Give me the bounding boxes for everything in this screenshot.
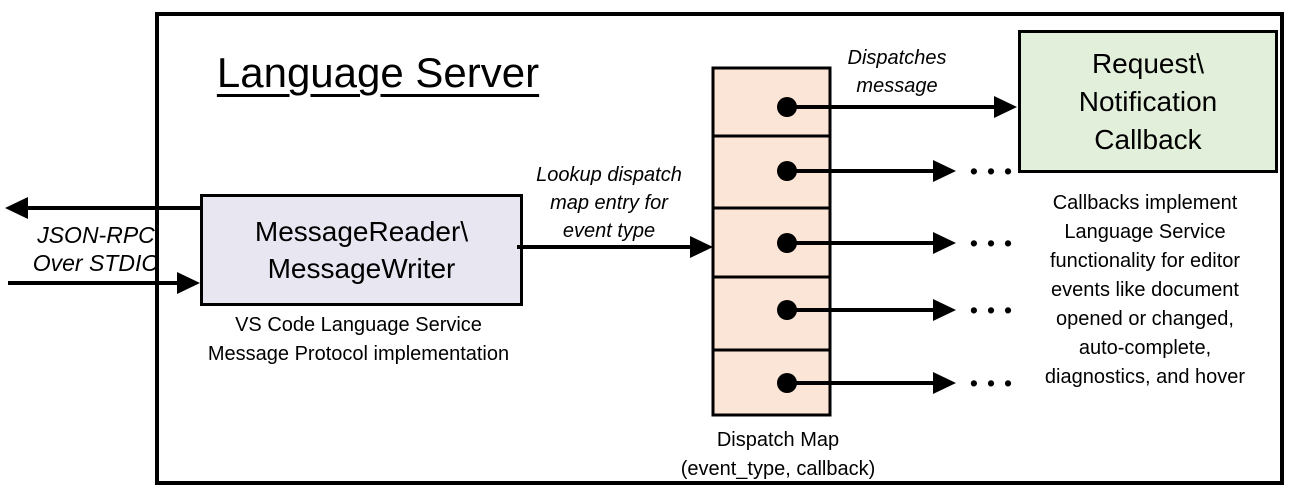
request-notification-callback-box: Request\ Notification Callback (1018, 30, 1278, 173)
ellipsis-row-4: ••• (969, 296, 1022, 323)
message-reader-writer-label: MessageReader\ MessageWriter (254, 216, 469, 284)
message-box-caption: VS Code Language Service Message Protoco… (207, 314, 510, 365)
request-notification-callback-label: Request\ Notification Callback (1078, 47, 1218, 155)
dispatches-message-label: Dispatches message (847, 47, 947, 97)
ellipsis-row-5: ••• (969, 369, 1022, 396)
diagram-title: Language Server (216, 49, 540, 96)
message-reader-writer-box: MessageReader\ MessageWriter (200, 194, 523, 306)
ellipsis-row-2: ••• (969, 157, 1022, 184)
callbacks-description: Callbacks implement Language Service fun… (1044, 192, 1246, 388)
dispatch-map-caption: Dispatch Map (event_type, callback) (680, 429, 876, 480)
lookup-dispatch-label: Lookup dispatch map entry for event type (536, 164, 682, 242)
stdio-out-arrowhead (5, 197, 28, 219)
ellipsis-row-3: ••• (969, 229, 1022, 256)
language-server-boundary-box (155, 12, 1284, 485)
json-rpc-stdio-label: JSON-RPC Over STDIO (32, 222, 160, 276)
